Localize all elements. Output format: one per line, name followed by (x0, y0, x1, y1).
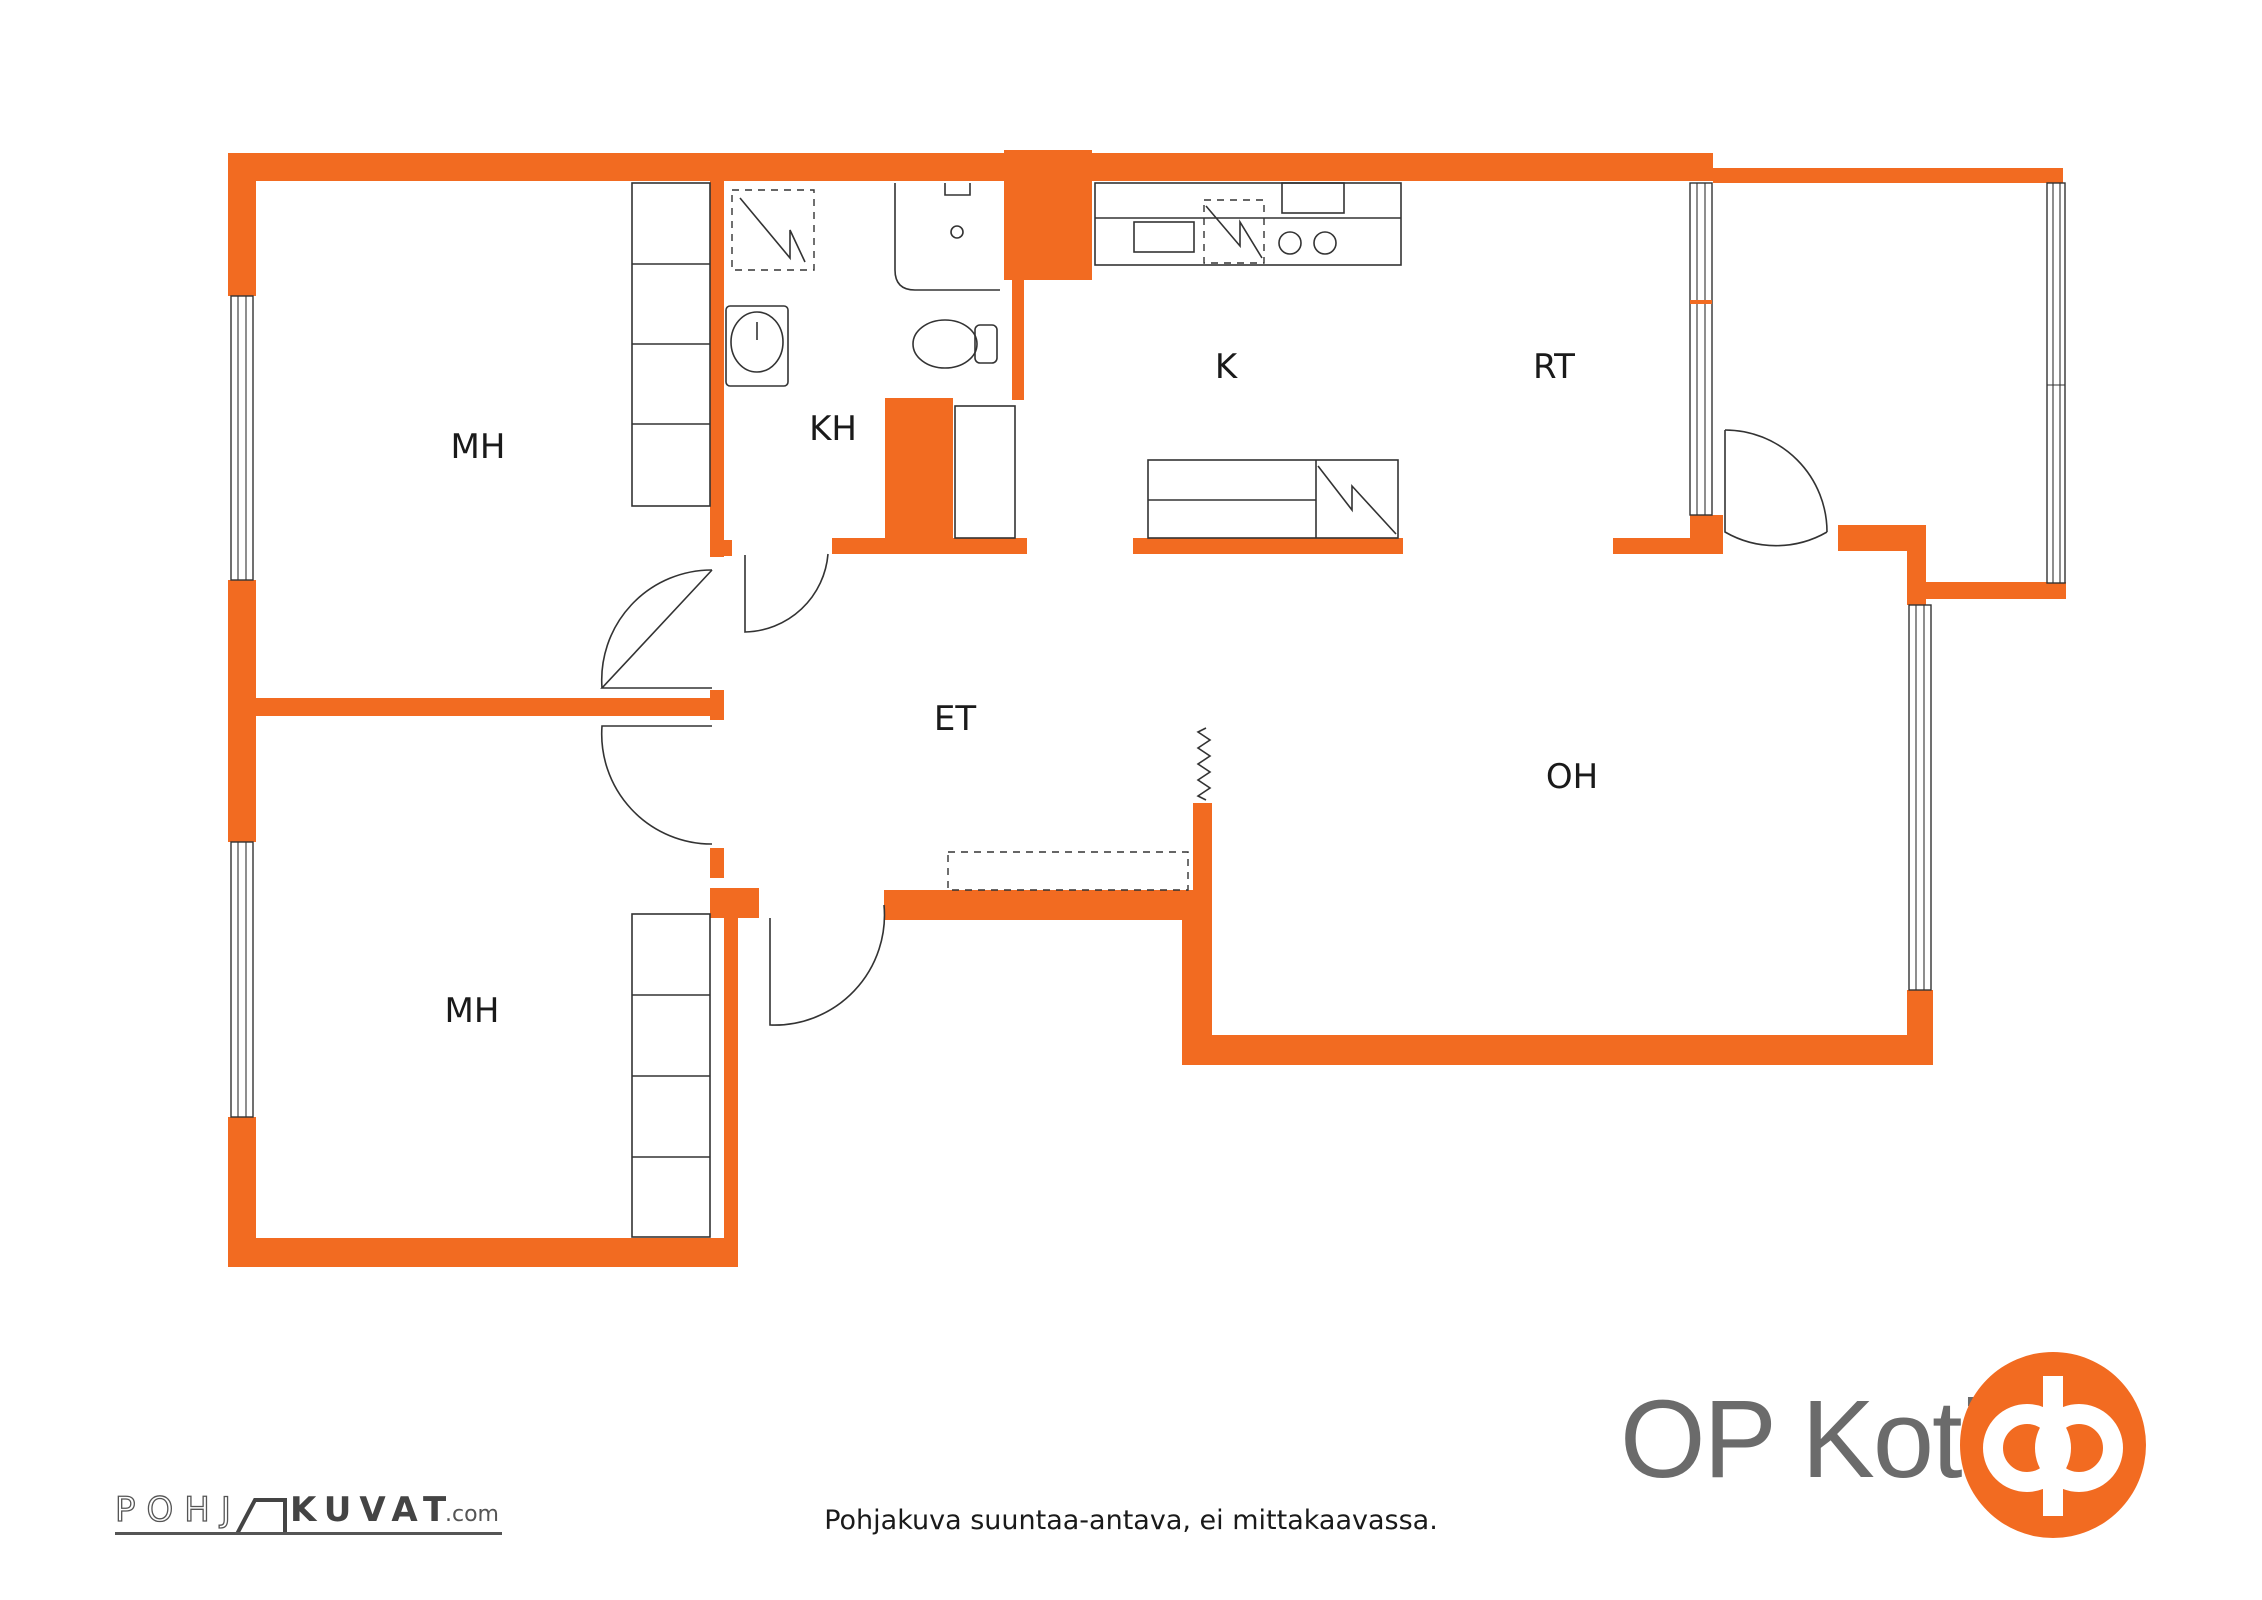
room-label-mh-lower: MH (445, 991, 500, 1031)
credit-logo-hook-icon (235, 1498, 287, 1535)
bathroom-fixtures (725, 183, 1016, 539)
credit-logo-underline (115, 1532, 502, 1535)
room-label-mh-upper: MH (451, 427, 506, 467)
disclaimer-caption: Pohjakuva suuntaa-antava, ei mittakaavas… (824, 1505, 1438, 1536)
room-labels: MH KH K RT ET OH MH (445, 347, 1599, 1031)
windows (230, 182, 2066, 1118)
room-label-oh: OH (1546, 757, 1598, 797)
doors (600, 429, 1828, 1026)
op-logo-icon (1960, 1352, 2146, 1538)
room-label-kh: KH (809, 409, 857, 449)
walls (228, 150, 2066, 1267)
credit-logo-part3: .com (445, 1502, 499, 1527)
wardrobes (631, 182, 711, 1238)
room-label-k: K (1215, 347, 1239, 387)
room-label-et: ET (934, 699, 976, 739)
kitchen-fixtures (1094, 182, 1402, 539)
credit-logo-part2: KUVAT (290, 1490, 455, 1530)
brand-name: OP Koti (1620, 1378, 1985, 1501)
credit-logo-part1: POHJ (114, 1489, 242, 1530)
room-label-rt: RT (1533, 347, 1575, 387)
